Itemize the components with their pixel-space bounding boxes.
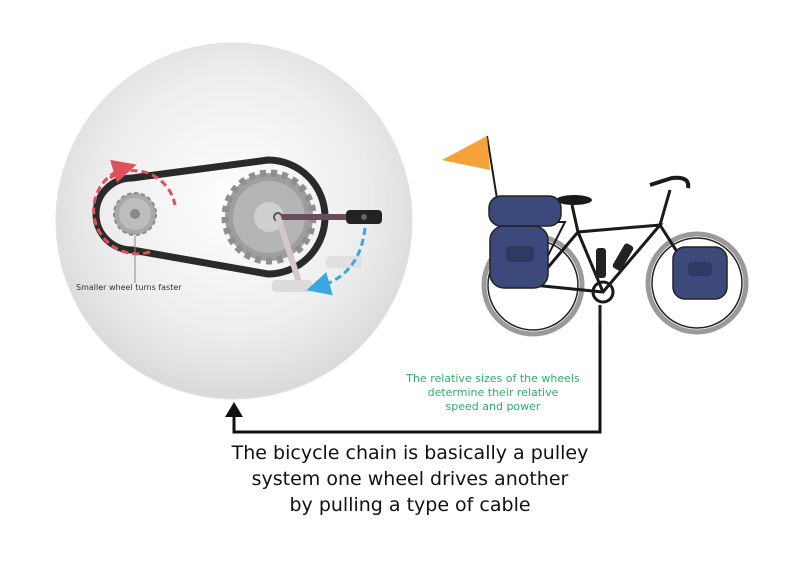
pannier-bag-icon — [488, 195, 728, 300]
pedal-ghost-2 — [326, 256, 362, 268]
crank-arm-ghost — [275, 214, 303, 288]
pedal-ghost — [272, 280, 312, 292]
chain-loop — [92, 156, 329, 278]
rotation-arrow-red-top — [109, 169, 177, 206]
water-bottle — [612, 243, 634, 271]
note-line: The relative sizes of the wheels — [406, 372, 580, 385]
rotation-arrow-red — [92, 159, 151, 256]
flag-pole — [486, 135, 499, 206]
flag-icon — [442, 136, 490, 170]
caption-line: by pulling a type of cable — [289, 494, 531, 516]
connector-line — [232, 324, 602, 434]
note-line: speed and power — [445, 400, 541, 413]
caption-line: The bicycle chain is basically a pulley — [231, 442, 589, 464]
large-chainring-icon — [221, 169, 317, 265]
pedal-icon — [346, 210, 382, 224]
main-caption: The bicycle chain is basically a pulley … — [200, 440, 620, 518]
caption-line: system one wheel drives another — [251, 468, 569, 490]
small-wheel-label: Smaller wheel turns faster — [76, 283, 182, 292]
water-bottle-2 — [596, 248, 606, 278]
note-line: determine their relative — [427, 386, 559, 399]
connector-arrowhead — [225, 402, 243, 417]
saddle — [556, 195, 592, 205]
small-cog-icon — [113, 192, 157, 236]
handlebar — [649, 175, 691, 189]
rotation-arrow-blue — [306, 227, 367, 296]
relative-sizes-note: The relative sizes of the wheels determi… — [388, 372, 598, 414]
